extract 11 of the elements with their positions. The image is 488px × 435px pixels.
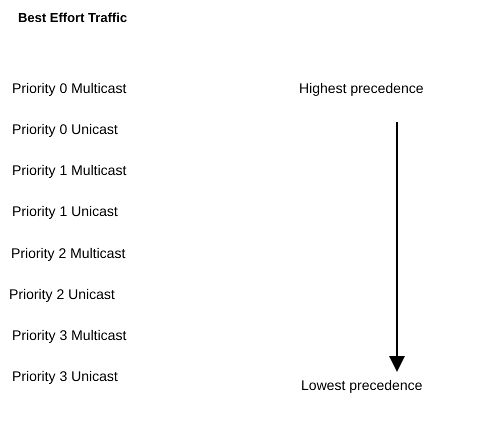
label-text: Priority 3 Multicast: [12, 327, 126, 343]
label-text: Priority 2 Multicast: [11, 245, 126, 261]
label-text: Priority 0 Unicast: [12, 121, 118, 137]
title: Best Effort Traffic: [18, 10, 128, 26]
label-text: Priority 3 Unicast: [12, 368, 118, 384]
label-text: Lowest precedence: [301, 377, 422, 393]
label-text: Priority 2 Unicast: [9, 286, 115, 302]
label-text: Priority 0 Multicast: [12, 80, 126, 96]
label-text: Priority 1 Multicast: [12, 162, 126, 178]
label-text: Highest precedence: [299, 80, 424, 96]
label-text: Priority 1 Unicast: [12, 203, 118, 219]
